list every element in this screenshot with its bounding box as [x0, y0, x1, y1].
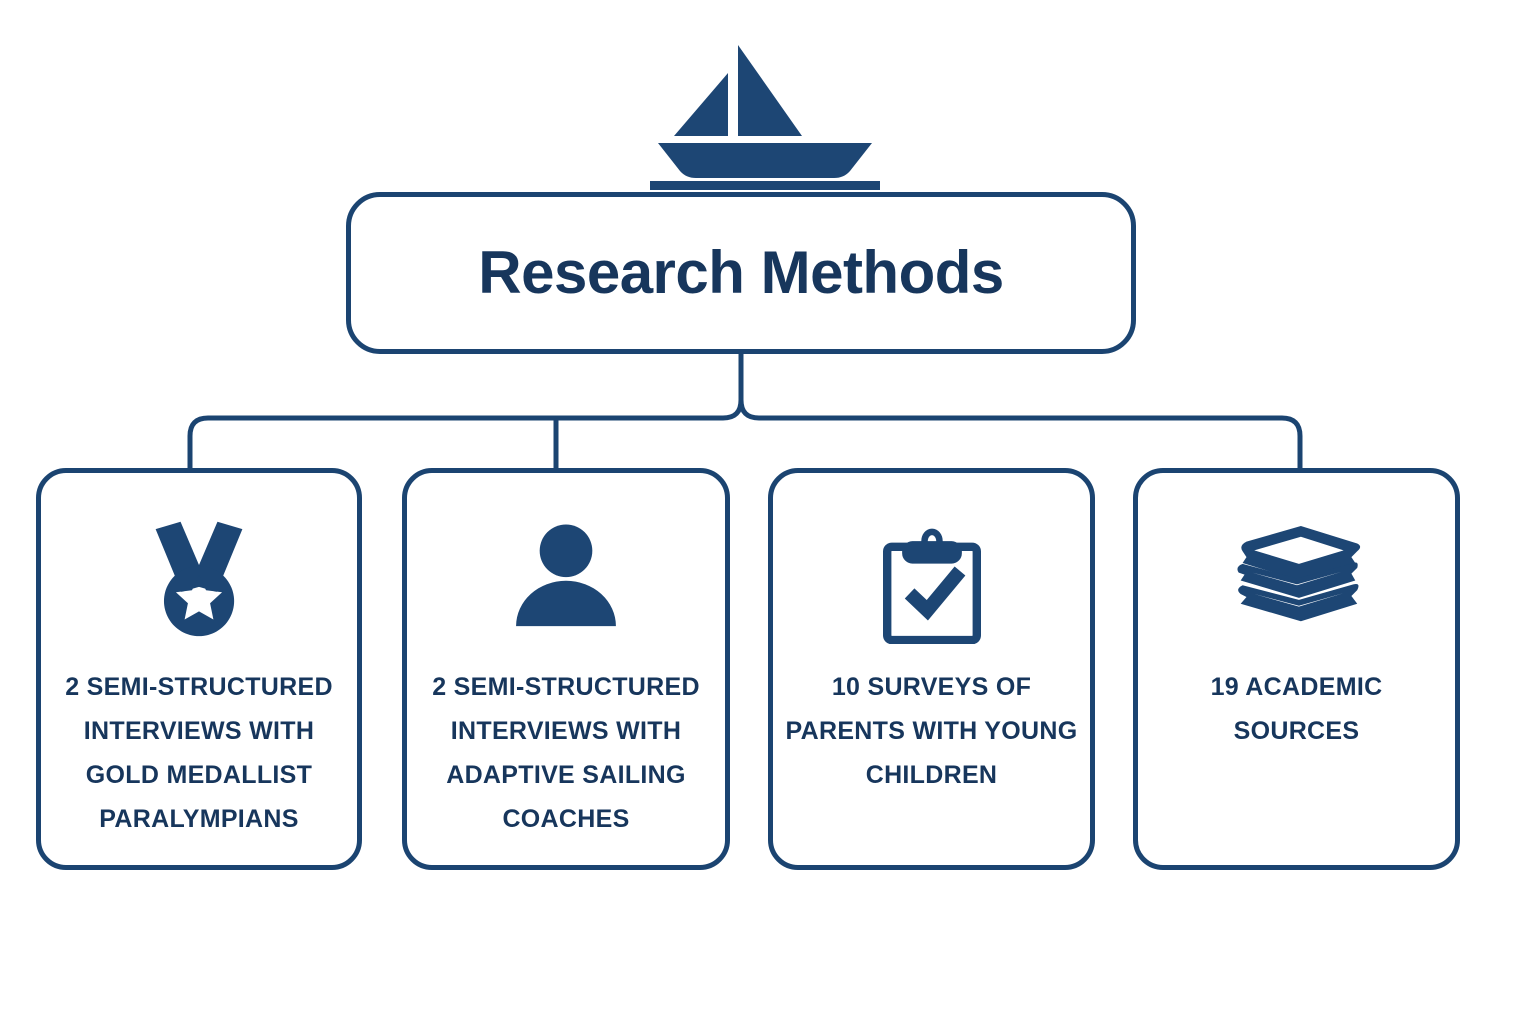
books-stack-icon [1236, 525, 1360, 621]
sailboat-mainsail [738, 45, 802, 136]
connector-stem-left [722, 399, 744, 421]
connector-branch-4 [759, 415, 1303, 468]
root-node-research-methods[interactable]: Research Methods [346, 192, 1136, 354]
card-icon-slot [1229, 513, 1365, 643]
person-body [516, 580, 616, 627]
branch-card-parent-surveys[interactable]: 10 SURVEYS OF PARENTS WITH YOUNG CHILDRE… [768, 468, 1095, 870]
sailboat-hull [658, 143, 872, 178]
connector-branch-1 [187, 415, 723, 468]
card-icon-slot [139, 513, 259, 643]
book-bottom [1237, 583, 1359, 621]
branch-card-coach-interviews[interactable]: 2 SEMI-STRUCTURED INTERVIEWS WITH ADAPTI… [402, 468, 730, 870]
sailboat-jib [674, 73, 728, 136]
sailboat-waterline [650, 181, 880, 190]
sailboat-icon [650, 45, 880, 190]
page-title: Research Methods [478, 239, 1004, 306]
card-icon-slot [876, 513, 988, 644]
branch-card-label: 2 SEMI-STRUCTURED INTERVIEWS WITH ADAPTI… [432, 673, 700, 833]
clipboard-clip [901, 540, 962, 564]
book-top [1240, 525, 1360, 580]
book-middle [1236, 562, 1358, 598]
person-icon [516, 524, 616, 627]
branch-card-label: 2 SEMI-STRUCTURED INTERVIEWS WITH GOLD M… [65, 673, 333, 833]
person-head [539, 524, 593, 578]
card-icon-slot [507, 513, 625, 643]
medal-disc [163, 566, 235, 637]
branch-card-label: 10 SURVEYS OF PARENTS WITH YOUNG CHILDRE… [785, 673, 1078, 789]
medal-icon [155, 521, 243, 637]
connector-stem-right [738, 354, 760, 421]
branch-card-paralympian-interviews[interactable]: 2 SEMI-STRUCTURED INTERVIEWS WITH GOLD M… [36, 468, 362, 870]
branch-card-label: 19 ACADEMIC SOURCES [1210, 673, 1383, 745]
clipboard-checkmark [904, 566, 965, 620]
clipboard-check-icon [882, 528, 981, 644]
branch-card-academic-sources[interactable]: 19 ACADEMIC SOURCES [1133, 468, 1460, 870]
